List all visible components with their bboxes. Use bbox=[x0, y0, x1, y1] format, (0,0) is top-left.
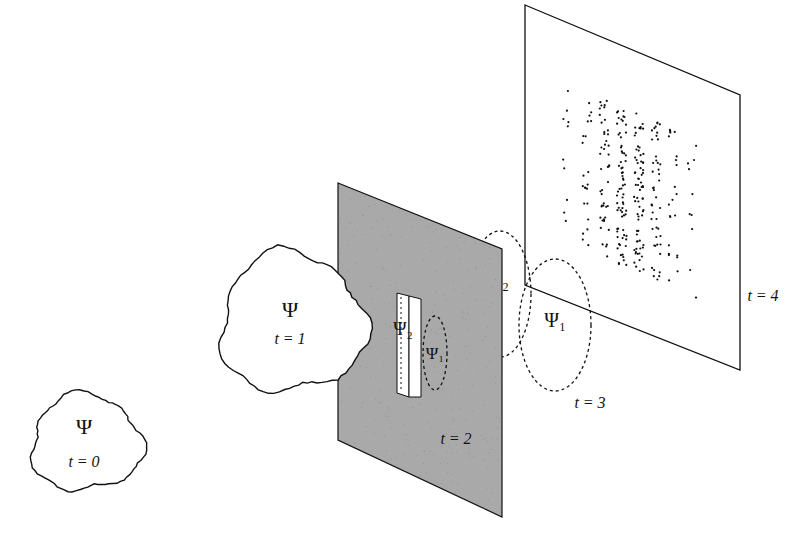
wavefunction-blob: Ψt = 0 bbox=[18, 383, 154, 503]
wave-ellipse: Ψ₁ bbox=[518, 258, 592, 392]
psi-symbol: Ψ bbox=[282, 299, 298, 321]
psi-symbol: Ψ₂ bbox=[393, 320, 413, 338]
time-label: t = 1 bbox=[274, 331, 305, 347]
wavefunction-blob: Ψt = 1 bbox=[204, 238, 380, 408]
time-label: t = 3 bbox=[574, 395, 605, 411]
time-label: t = 2 bbox=[440, 431, 471, 447]
psi-symbol: Ψ bbox=[76, 416, 92, 438]
wavefunction-blob-outline bbox=[204, 238, 380, 408]
slit-barrier: t = 2 Ψ₂ Ψ₁ bbox=[338, 183, 503, 518]
wavefunction-blob-outline bbox=[18, 383, 154, 503]
time-label: t = 4 bbox=[747, 288, 778, 304]
slit-wave-ellipse: Ψ₁ bbox=[422, 315, 448, 391]
double-slit-outline bbox=[394, 293, 424, 397]
double-slit: Ψ₂ bbox=[394, 293, 424, 397]
psi-symbol: Ψ₁ bbox=[426, 345, 444, 362]
psi-symbol: Ψ₁ bbox=[544, 310, 566, 330]
time-label: t = 0 bbox=[68, 454, 99, 470]
